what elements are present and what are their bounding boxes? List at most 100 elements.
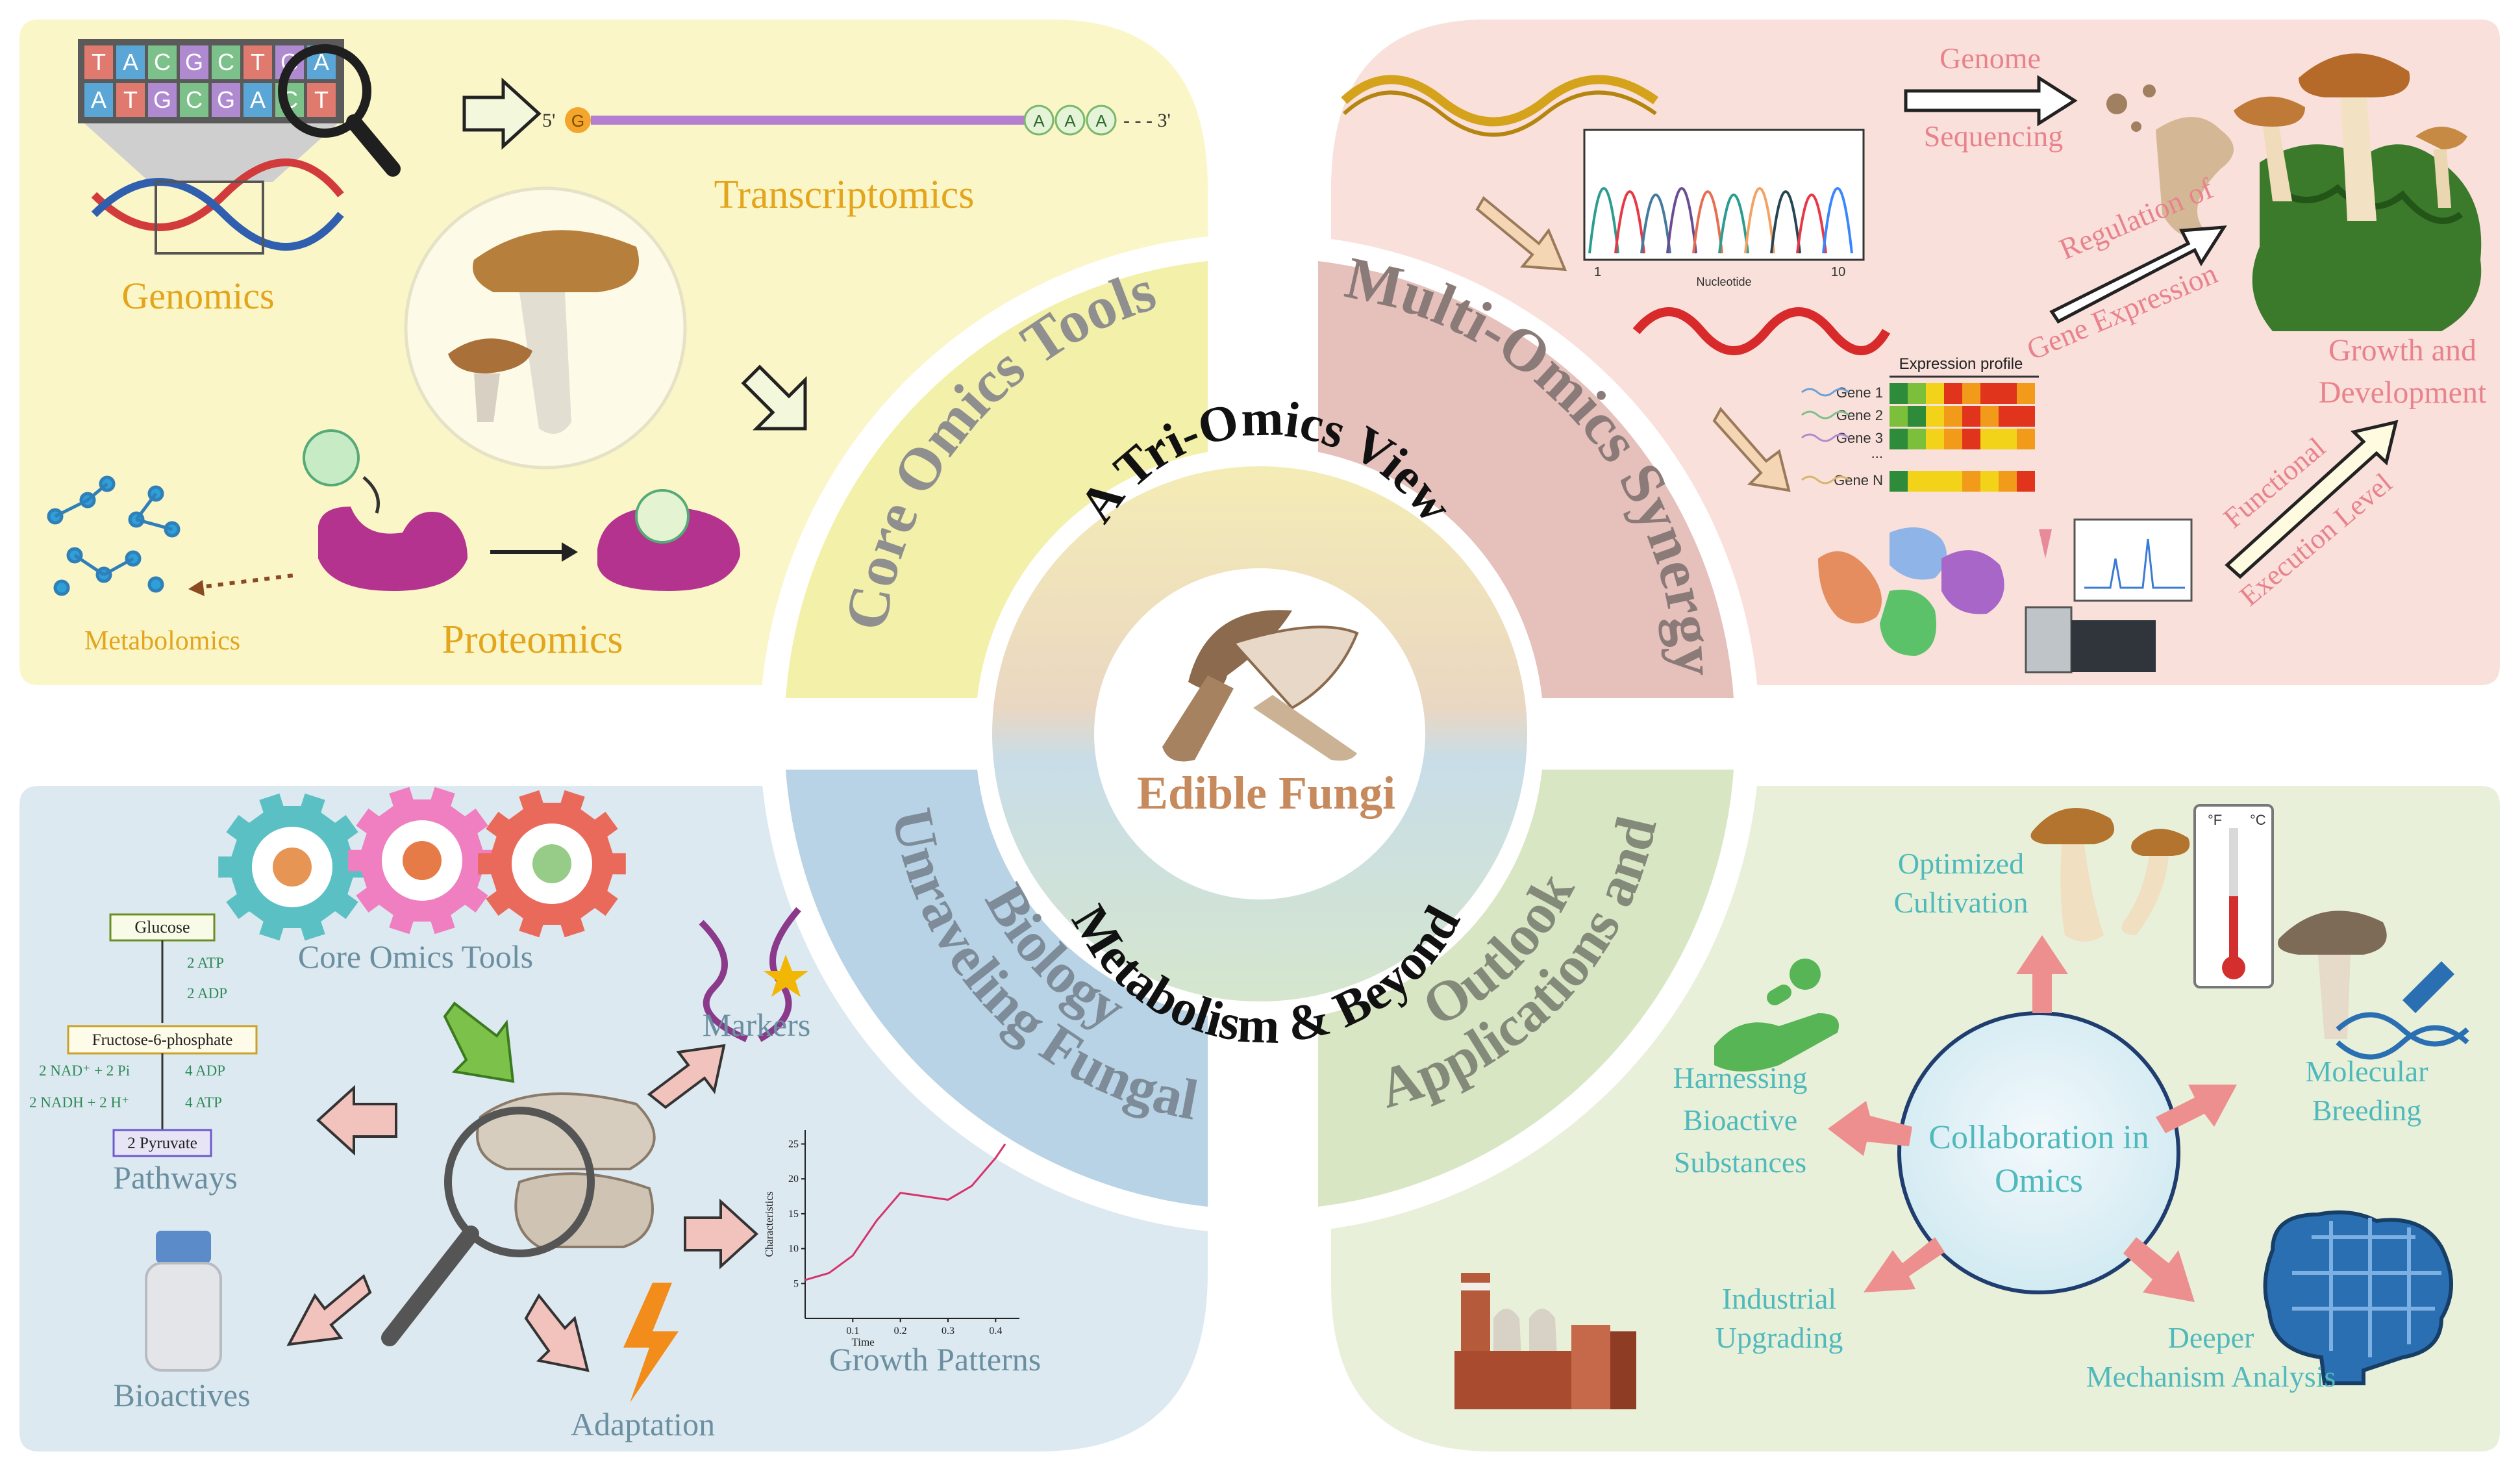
- chart-x-tick-label: 0.2: [894, 1326, 907, 1337]
- label-molecular-line1: Molecular: [2305, 1055, 2428, 1088]
- poly-a-letter: A: [1064, 111, 1076, 131]
- metabolite-molecules-icon: [47, 475, 181, 596]
- pathway-f6p: Fructose-6-phosphate: [92, 1031, 233, 1049]
- mrna-3prime: - - - 3': [1123, 110, 1171, 131]
- heatmap-cell: [1962, 471, 1980, 492]
- dna-base-bottom: [180, 83, 208, 117]
- arrow-right-growth: [684, 1198, 758, 1270]
- heatmap-gene-wave: [1801, 410, 1849, 420]
- gear-symbol: [273, 848, 312, 886]
- chroma-tick-end: 10: [1831, 265, 1845, 279]
- thermo-f-label: °F: [2208, 812, 2222, 828]
- mrna-cap: [565, 107, 591, 133]
- heatmap-cell: [1926, 383, 1944, 404]
- label-collaboration-line1: Collaboration in: [1928, 1119, 2149, 1156]
- dna-base-top: [84, 45, 113, 79]
- heatmap-gene-label: Gene 2: [1836, 407, 1883, 423]
- heatmap-cell: [2017, 471, 2035, 492]
- heatmap-cell: [1980, 406, 1999, 427]
- chroma-peak: [1770, 190, 1801, 254]
- label-collaboration-line2: Omics: [1995, 1163, 2083, 1200]
- arrow-down-left-bioactives: [286, 1274, 372, 1346]
- label-harnessing-line3: Substances: [1674, 1146, 1806, 1179]
- label-harnessing-line1: Harnessing: [1673, 1061, 1808, 1094]
- bioactives-bottle-icon: [145, 1231, 222, 1372]
- heatmap-cell: [1962, 406, 1980, 427]
- heatmap-gene-label: Gene N: [1834, 472, 1883, 488]
- ring-quadrant-applications: [1318, 770, 1734, 1207]
- dna-helix-icon: [91, 158, 344, 255]
- regulation-arrow: [2049, 225, 2227, 324]
- chart-y-tick-label: 25: [788, 1138, 799, 1150]
- heatmap-cell: [1999, 429, 2017, 449]
- heatmap-title: Expression profile: [1899, 355, 2023, 373]
- chart-y-label: Characteristics: [763, 1191, 775, 1257]
- center-mushroom-icon: [1162, 610, 1359, 762]
- chart-x-tick-label: 0.3: [942, 1326, 954, 1337]
- chroma-peak: [1796, 194, 1827, 254]
- label-proteomics: Proteomics: [442, 618, 623, 662]
- chroma-peak: [1588, 187, 1619, 254]
- dna-base-top-letter: A: [123, 49, 138, 75]
- dna-base-bottom: [148, 83, 177, 117]
- arrow-to-harnessing: [1828, 1101, 1912, 1156]
- diag-arrow-2-icon: [1712, 407, 1791, 492]
- dna-base-bottom: [307, 83, 336, 117]
- dna-wave-icon: [1341, 75, 1659, 127]
- mrna-cap-label: G: [571, 111, 584, 131]
- poly-a-base: [1054, 105, 1086, 136]
- mrna-strand: [591, 116, 1026, 125]
- arrow-left-pathways: [316, 1085, 397, 1156]
- label-genomics: Genomics: [121, 275, 274, 317]
- dna-base-bottom: [84, 83, 113, 117]
- pathway-atp4: 4 ATP: [185, 1094, 222, 1111]
- chroma-peak: [1640, 194, 1671, 254]
- pathway-nad: 2 NAD⁺ + 2 Pi: [39, 1062, 130, 1079]
- dna-base-bottom-letter: A: [250, 86, 266, 113]
- ring-quadrant-multi-omics: [1318, 261, 1734, 698]
- label-molecular-line2: Breeding: [2312, 1094, 2422, 1127]
- dna-base-bottom: [212, 83, 240, 117]
- protein-blobs-icon: [1818, 527, 2004, 656]
- pathway-adp: 2 ADP: [187, 985, 227, 1001]
- chart-series-line: [805, 1143, 1006, 1281]
- mrna-5prime: 5': [542, 110, 555, 131]
- dna-pen-icon: [2336, 961, 2469, 1060]
- heatmap-cell: [1926, 471, 1944, 492]
- heatmap-cell: [1999, 471, 2017, 492]
- label-transcriptomics: Transcriptomics: [714, 173, 975, 217]
- dna-base-bottom: [116, 83, 145, 117]
- heatmap-cell: [1908, 471, 1926, 492]
- poly-a-letter: A: [1033, 111, 1045, 131]
- heatmap-gene-wave: [1801, 433, 1849, 442]
- heatmap-cell: [1962, 383, 1980, 404]
- dna-base-top: [243, 45, 272, 79]
- label-optimized-line2: Cultivation: [1894, 886, 2028, 919]
- thermo-c-label: °C: [2250, 812, 2266, 828]
- heatmap-cell: [1999, 383, 2017, 404]
- chart-y-tick-label: 10: [788, 1244, 799, 1255]
- heatmap-cell: [1926, 429, 1944, 449]
- arrow-to-breeding: [2156, 1085, 2237, 1133]
- cultivation-mushrooms-icon: [2030, 808, 2190, 942]
- functional-arrow: [2225, 420, 2399, 579]
- label-industrial-line1: Industrial: [1722, 1282, 1836, 1315]
- heatmap-cell: [1944, 383, 1962, 404]
- gear-symbol: [403, 841, 442, 880]
- heatmap-cell: [1944, 406, 1962, 427]
- dna-base-top: [180, 45, 208, 79]
- thermometer-icon: °F °C: [2193, 804, 2274, 988]
- chart-x-tick-label: 0.1: [846, 1326, 859, 1337]
- label-deeper-line2: Mechanism Analysis: [2086, 1360, 2336, 1393]
- mass-spec-instrument-icon: [2025, 518, 2193, 673]
- chroma-peak: [1692, 190, 1723, 254]
- down-arrow-green-icon: [443, 1001, 515, 1083]
- diagonal-down-arrow-icon: [741, 364, 807, 431]
- brain-puzzle-icon: [2263, 1210, 2453, 1385]
- pathway-pyruvate: 2 Pyruvate: [127, 1135, 197, 1152]
- pathway-glucose: Glucose: [134, 918, 190, 937]
- dna-base-bottom-letter: A: [91, 86, 106, 113]
- dna-base-top: [116, 45, 145, 79]
